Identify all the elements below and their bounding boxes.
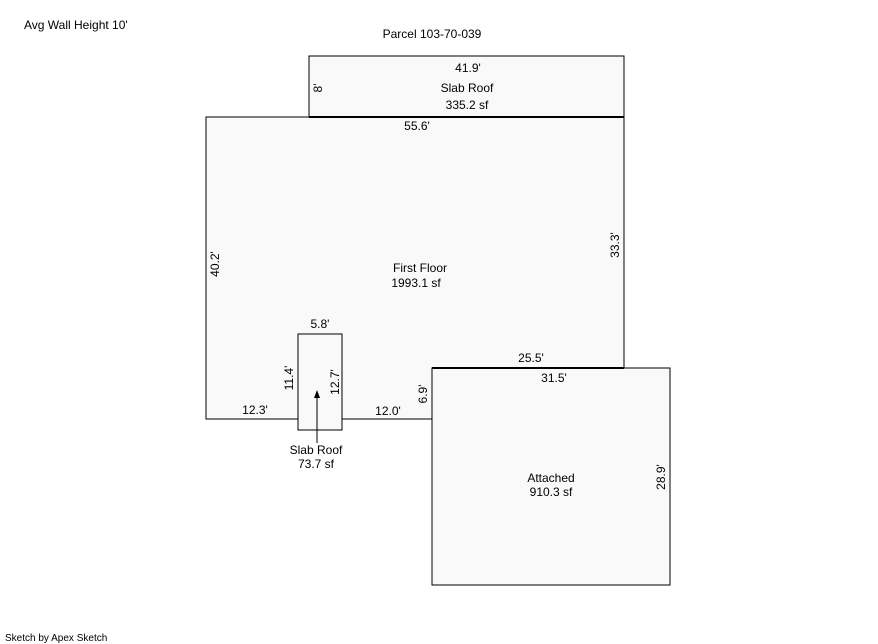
sketch-credit: Sketch by Apex Sketch bbox=[5, 633, 107, 644]
slab-roof-top-dim-side: 8' bbox=[311, 84, 325, 93]
first-floor-dim-right: 33.3' bbox=[608, 232, 622, 258]
first-floor-dim-top: 55.6' bbox=[404, 119, 430, 133]
first-floor-area-value: 1993.1 sf bbox=[391, 276, 441, 290]
first-floor-dim-bottom-mid: 12.0' bbox=[375, 404, 401, 418]
first-floor-name: First Floor bbox=[393, 261, 447, 275]
attached-dim-right: 28.9' bbox=[654, 464, 668, 490]
pointer-arrowhead bbox=[314, 390, 320, 398]
avg-wall-height-label: Avg Wall Height 10' bbox=[24, 18, 128, 32]
attached-area bbox=[431, 367, 671, 586]
attached-name: Attached bbox=[527, 471, 574, 485]
slab-roof-top-name: Slab Roof bbox=[441, 81, 494, 95]
slab-roof-top-dim-top: 41.9' bbox=[455, 61, 481, 75]
slab-roof-small-dim-left: 11.4' bbox=[282, 366, 296, 391]
slab-roof-small-dim-top: 5.8' bbox=[311, 317, 330, 331]
slab-roof-top-area bbox=[308, 55, 625, 118]
slab-roof-small-name: Slab Roof bbox=[290, 443, 343, 457]
slab-roof-small-area-value: 73.7 sf bbox=[298, 457, 335, 471]
first-floor-dim-notch: 6.9' bbox=[416, 385, 430, 404]
slab-roof-top-area-value: 335.2 sf bbox=[446, 98, 489, 112]
attached-dim-top: 31.5' bbox=[541, 371, 567, 385]
first-floor-dim-bottom-left: 12.3' bbox=[242, 403, 268, 417]
first-floor-dim-step: 25.5' bbox=[518, 351, 544, 365]
slab-roof-small-dim-right: 12.7' bbox=[328, 369, 342, 395]
first-floor-dim-left: 40.2' bbox=[208, 251, 222, 277]
slab-roof-small-area bbox=[297, 333, 343, 431]
parcel-label: Parcel 103-70-039 bbox=[383, 27, 482, 41]
attached-area-value: 910.3 sf bbox=[530, 485, 573, 499]
